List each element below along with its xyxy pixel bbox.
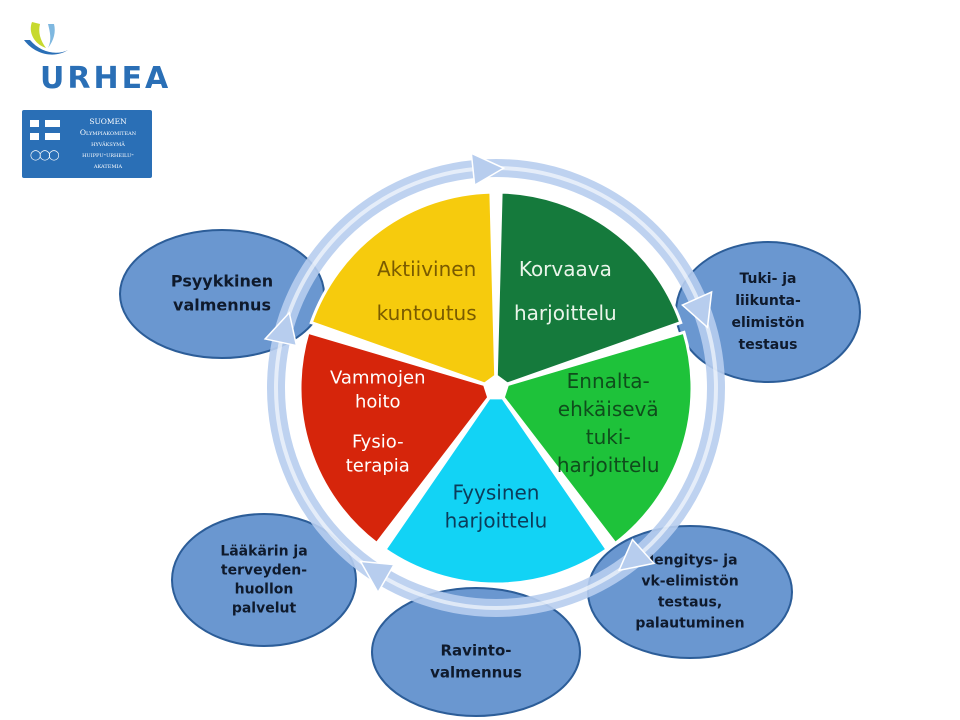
- segment-vammojen-label-line: Vammojen: [330, 367, 426, 388]
- satellite-hengitys-label: Hengitys- ja vk-elimistön testaus, palautum…: [635, 553, 744, 632]
- segment-vammojen-label: Vammojen hoito: [330, 367, 426, 412]
- satellite-laakarin-label-line: terveyden-: [221, 563, 307, 579]
- cycle-arrowhead-icon: [470, 152, 506, 187]
- segment-vammojen-sublabel-line: terapia: [346, 455, 410, 476]
- satellite-laakarin-label-line: huollon: [235, 582, 294, 598]
- satellite-laakarin-label-line: Lääkärin ja: [220, 544, 307, 560]
- olympic-academy-line: Olympiakomitean: [79, 128, 137, 137]
- cycle-arrowhead-icon: [680, 290, 713, 329]
- segment-korvaava: [494, 190, 683, 386]
- satellite-tuki-label-line: testaus: [739, 337, 798, 353]
- segment-ennalta: [501, 330, 694, 546]
- olympic-rings-icon: ◯◯◯: [30, 150, 60, 161]
- satellite-psyykkinen-label: Psyykkinen valmennus: [171, 272, 273, 315]
- segment-vammojen-sublabel-line: Fysio-: [352, 431, 404, 452]
- segment-aktiivinen-label-line: kuntoutus: [377, 301, 477, 325]
- satellite-laakarin-label: Lääkärin ja terveyden-huollon palvelut: [220, 544, 307, 617]
- segment-fyysinen: [382, 396, 610, 586]
- satellite-hengitys: [587, 525, 793, 659]
- segment-fyysinen-label-line: Fyysinen: [453, 481, 540, 505]
- segment-fyysinen-label: Fyysinen harjoittelu: [445, 481, 548, 533]
- segment-vammojen-sublabel: Fysio-terapia: [346, 431, 410, 476]
- segment-korvaava-label-line: harjoittelu: [514, 301, 617, 325]
- olympic-academy-line: Suomen: [89, 117, 127, 126]
- satellite-ravinto-label-line: valmennus: [430, 664, 522, 682]
- segment-ennalta-label-line: Ennalta-: [567, 369, 650, 393]
- cycle-arrowhead-icon: [359, 560, 396, 594]
- segment-vammojen: [298, 330, 491, 546]
- satellite-hengitys-label-line: vk-elimistön: [641, 574, 738, 590]
- segment-vammojen-label-line: hoito: [355, 391, 401, 412]
- cycle-arrowhead-icon: [263, 311, 298, 347]
- urhea-wordmark: URHEA: [40, 61, 171, 96]
- satellite-psyykkinen-label-line: valmennus: [173, 296, 271, 315]
- segment-ennalta-label-line: tuki-: [586, 425, 631, 449]
- satellite-ravinto: [371, 587, 581, 717]
- satellite-laakarin-label-line: palvelut: [232, 601, 297, 617]
- segment-korvaava-label: Korvaava harjoittelu: [514, 257, 617, 325]
- cycle-arrowhead-icon: [617, 538, 656, 572]
- segment-ennalta-label: Ennalta-ehkäisevä tuki-harjoittelu: [557, 369, 660, 477]
- satellite-tuki-label: Tuki- ja liikunta-elimistön testaus: [731, 271, 804, 353]
- finland-flag-icon: [30, 120, 60, 140]
- satellite-psyykkinen-label-line: Psyykkinen: [171, 272, 273, 291]
- segment-aktiivinen-label-line: Aktiivinen: [377, 257, 476, 281]
- segment-ennalta-label-line: harjoittelu: [557, 453, 660, 477]
- satellite-hengitys-label-line: palautuminen: [635, 616, 744, 632]
- satellite-ravinto-label: Ravinto-valmennus: [430, 642, 522, 682]
- olympic-academy-line: huippu-urheilu-: [82, 150, 134, 159]
- olympic-academy-text: SuomenOlympiakomitean hyväksymä huippu-urh…: [66, 116, 150, 171]
- satellite-tuki-label-line: liikunta-: [735, 293, 801, 309]
- urhea-logo: URHEA: [24, 22, 171, 96]
- segment-fyysinen-label-line: harjoittelu: [445, 509, 548, 533]
- satellite-tuki-label-line: elimistön: [731, 315, 804, 331]
- satellite-laakarin: [171, 513, 357, 647]
- olympic-academy-line: hyväksymä: [91, 139, 125, 148]
- satellite-hengitys-label-line: Hengitys- ja: [642, 553, 737, 569]
- segment-aktiivinen: [309, 190, 498, 386]
- olympic-academy-line: akatemia: [93, 161, 123, 170]
- segment-ennalta-label-line: ehkäisevä: [558, 397, 659, 421]
- olympic-academy-logo: ◯◯◯ SuomenOlympiakomitean hyväksymä huippu…: [22, 110, 152, 178]
- satellite-hengitys-label-line: testaus,: [658, 595, 722, 611]
- segment-aktiivinen-label: Aktiivinen kuntoutus: [377, 257, 477, 325]
- segment-korvaava-label-line: Korvaava: [519, 257, 612, 281]
- satellite-ravinto-label-line: Ravinto-: [441, 642, 512, 660]
- satellite-tuki-label-line: Tuki- ja: [739, 271, 796, 287]
- athlete-figure-icon: [30, 22, 46, 48]
